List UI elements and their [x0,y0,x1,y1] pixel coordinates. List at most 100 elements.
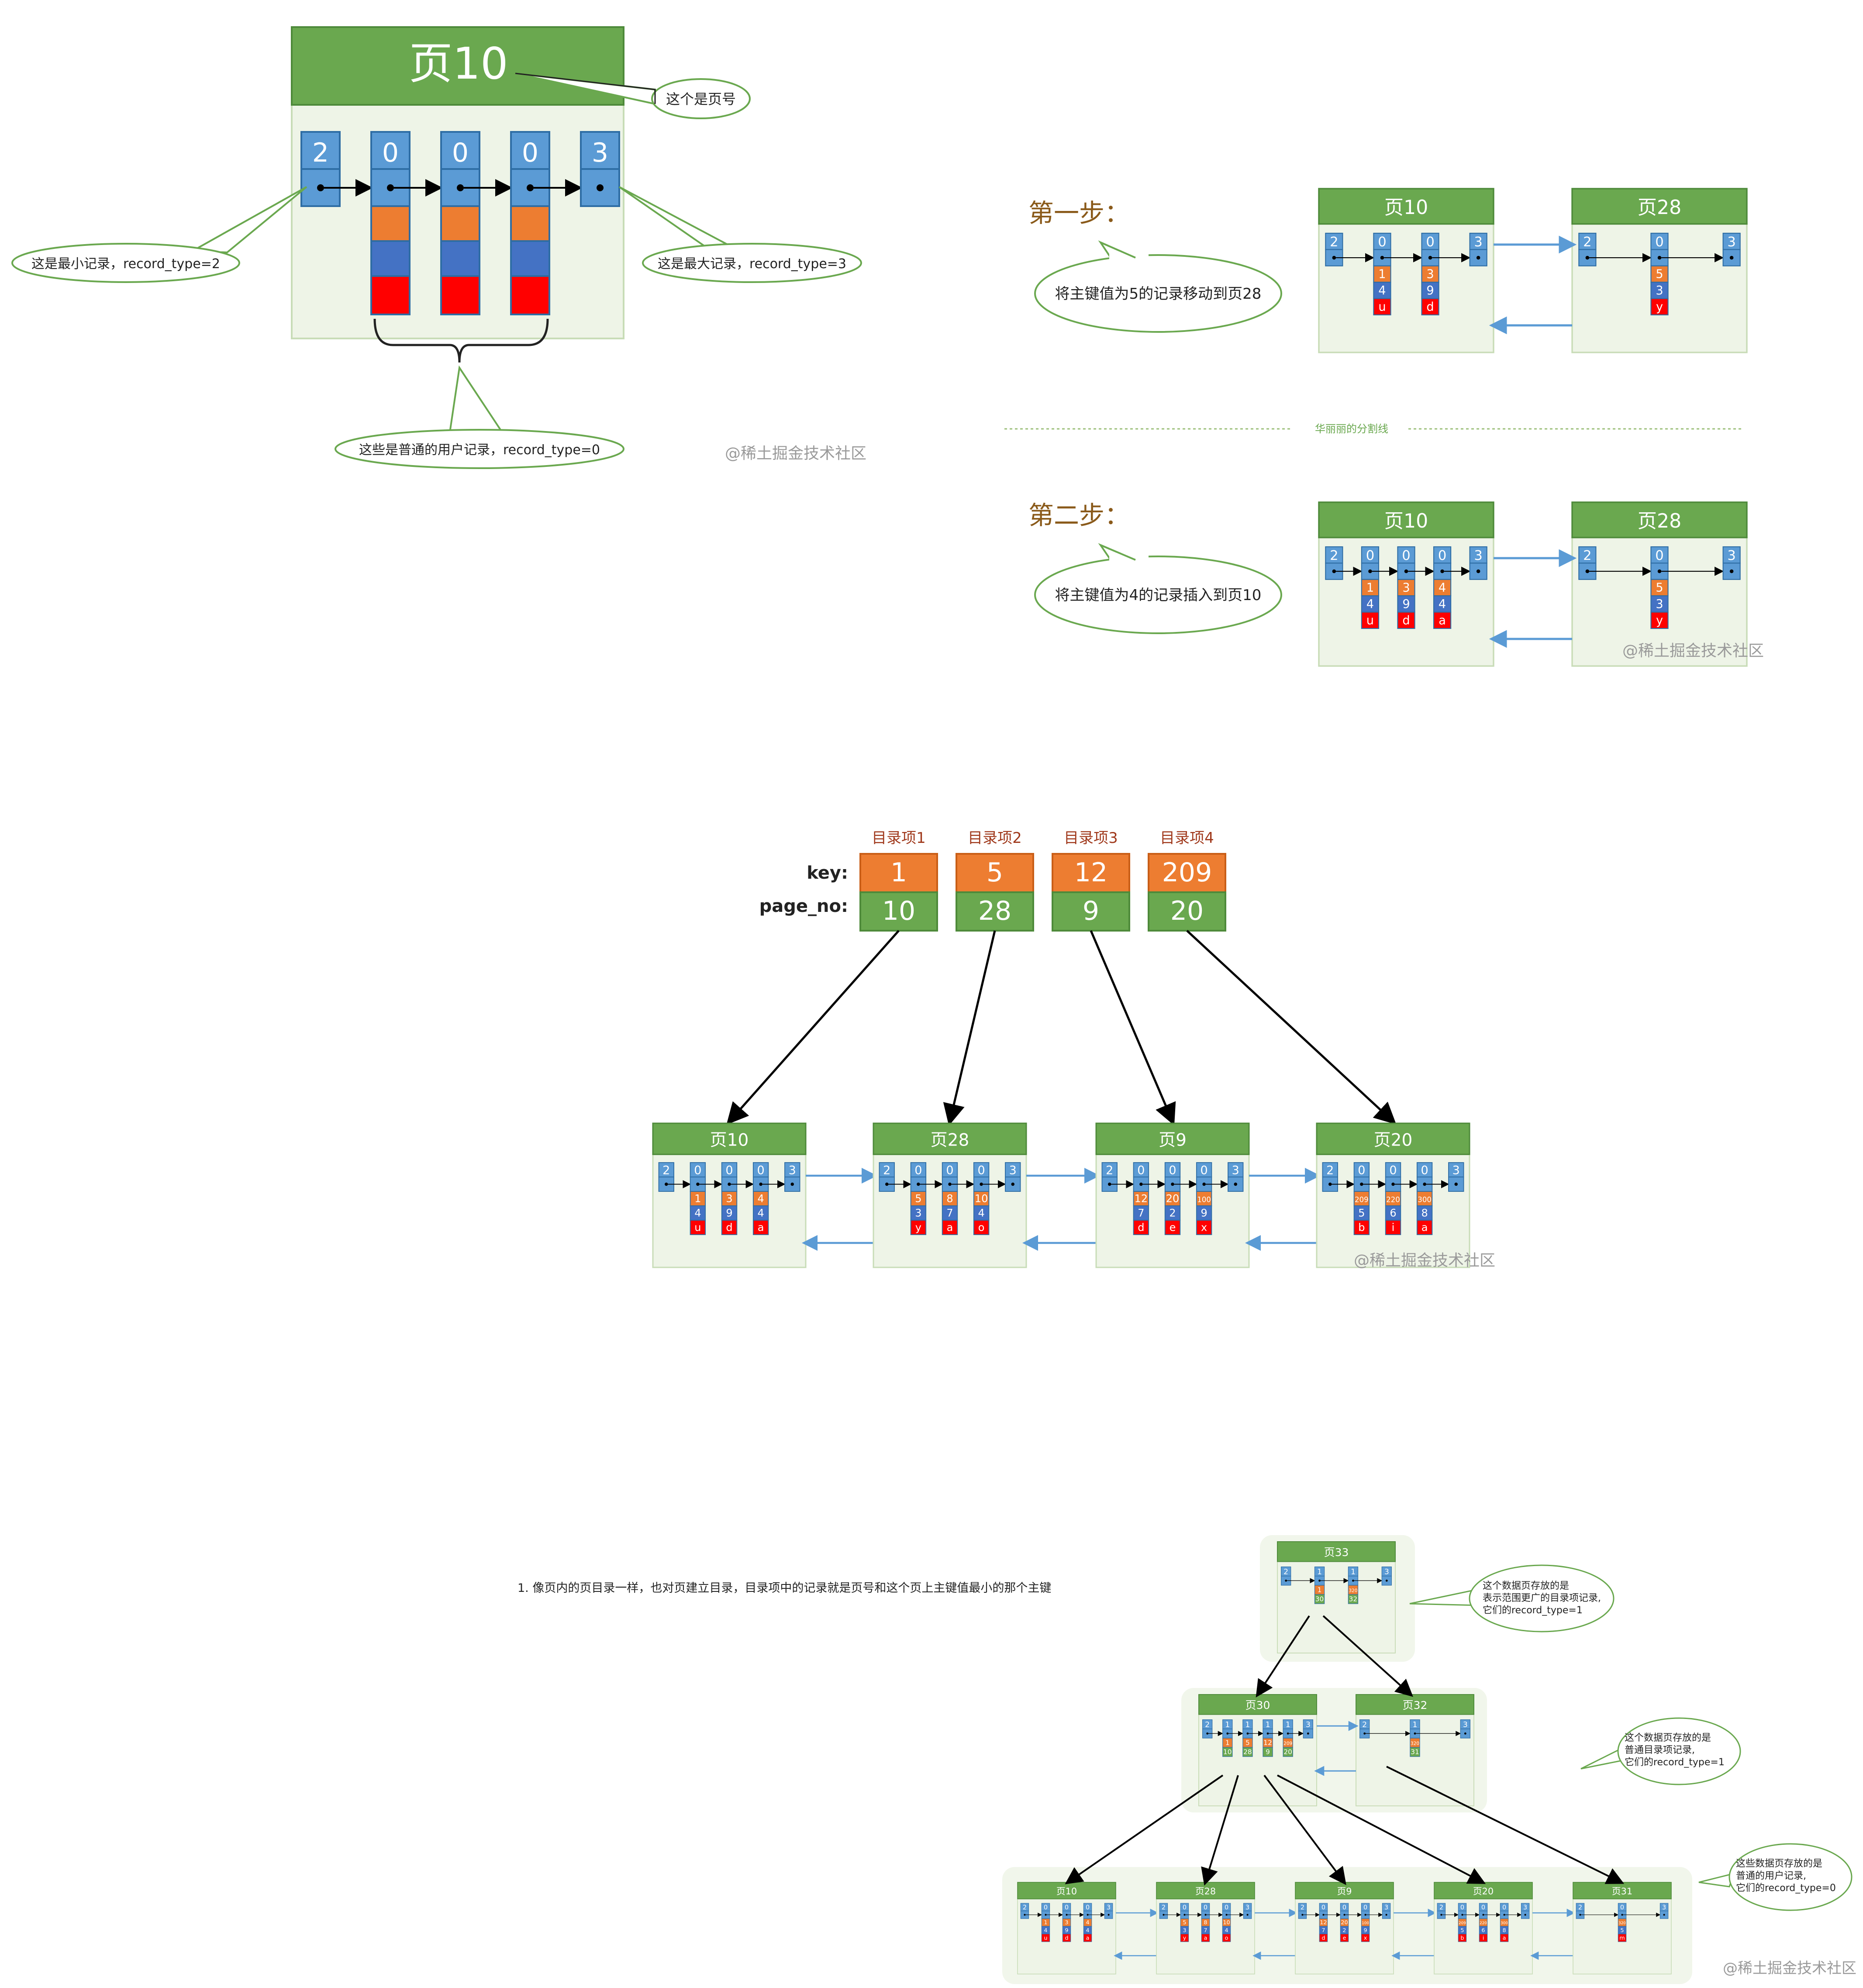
page-body [1318,223,1494,353]
pointer-dot [1391,1182,1395,1186]
record-field-value: 4 [1366,597,1374,611]
page-body [1198,1714,1317,1806]
record-type: 2 [1326,1163,1334,1177]
pointer-dot [696,1182,700,1186]
record-field [1373,298,1391,316]
record-field-value: b [1358,1221,1365,1233]
pointer-dot [1729,569,1734,573]
record-field [690,1220,706,1235]
pointer-dot [1440,569,1444,573]
record-field-value: d [1065,1935,1068,1941]
page-header [652,1122,807,1155]
record-header-cell [1578,546,1597,564]
record-field [1263,1747,1273,1757]
pointer-dot [1246,1732,1249,1735]
record-field-value: 4 [1225,1927,1228,1934]
tree-pointer-arrow [1256,1615,1310,1698]
pointer-dot [1204,1914,1207,1916]
record-field [721,1205,738,1221]
divider-text: 华丽丽的分割线 [1315,423,1388,435]
record-field [1650,579,1669,597]
record-field-value: 12 [1320,1919,1327,1926]
record-field [1421,298,1439,316]
record-field-value: 20 [1341,1919,1348,1926]
record-type: 0 [1438,548,1446,563]
pointer-dot [1108,1182,1111,1186]
record-header-cell [942,1162,958,1177]
pointer-dot [527,184,534,191]
record-type: 0 [1655,235,1663,250]
record-header-cell [1353,1162,1370,1177]
record-field [1348,1594,1359,1604]
callout-root-line1: 这个数据页存放的是 [1483,1581,1569,1591]
directory-pointer-arrow [726,930,900,1125]
record-cell-value: 0 [452,138,469,168]
record-field-value: 4 [694,1207,701,1219]
pointer-dot [759,1182,762,1186]
record-field-orange [510,205,550,242]
step1-callout: 将主键值为5的记录移动到页28 [1034,240,1282,333]
record-field [752,1191,769,1206]
record-type: 0 [1378,235,1386,250]
record-field-value: 6 [1481,1927,1485,1934]
record-field [1650,298,1669,316]
record-type: 0 [1481,1904,1485,1911]
record-field-value: 12 [1263,1739,1272,1746]
page-title: 页10 [710,1130,749,1150]
page-title: 页9 [1337,1886,1352,1896]
record-field-value: a [1439,614,1446,627]
step1-label: 第一步： [1028,198,1130,228]
record-field-value: 30 [1315,1595,1324,1603]
pointer-dot [1440,1914,1442,1916]
record-field-value: 4 [757,1192,764,1205]
record-field-value: 8 [1204,1919,1207,1926]
record-type: 0 [1363,1904,1367,1911]
page-title: 页28 [1195,1886,1216,1896]
record-type: 0 [694,1163,701,1177]
page-header [1318,501,1494,538]
pointer-dot [1225,1914,1228,1916]
record-type: 0 [1086,1904,1090,1911]
record-field [1416,1220,1433,1235]
record-field-value: 2 [1342,1927,1346,1934]
record-cell-header [580,131,620,170]
record-cell-header [370,131,411,170]
record-field-value: 4 [1439,581,1446,594]
record-header-cell [1228,1162,1244,1177]
pointer-dot [1045,1914,1047,1916]
record-field-value: 3 [726,1192,732,1205]
record-field [1397,611,1415,629]
record-type: 0 [1201,1163,1208,1177]
directory-watermark: @稀土掘金技术社区 [1354,1252,1495,1270]
page-title: 页10 [1056,1886,1077,1896]
record-type: 2 [1283,1567,1288,1576]
tree-pointer-arrow [1386,1766,1625,1884]
record-field-value: 3 [1656,284,1663,297]
step2-callout-text: 将主键值为4的记录插入到页10 [1055,587,1262,604]
pointer-dot [457,184,464,191]
page-header [1316,1122,1470,1155]
record-field-value: 5 [1183,1919,1186,1926]
record-field-red [510,275,550,315]
record-field-value: 300 [1418,1195,1432,1204]
record-field-value: 5 [1245,1739,1250,1746]
record-field-value: e [1343,1935,1346,1941]
record-field-value: 3 [1183,1927,1186,1934]
page-header [1095,1122,1250,1155]
pointer-dot [1226,1732,1229,1735]
pointer-dot [1328,1182,1332,1186]
record-header-cell [1578,232,1597,250]
watermark: @稀土掘金技术社区 [725,445,866,462]
record-header-cell [1722,232,1741,250]
record-type: 1 [1286,1720,1290,1729]
record-type: 3 [1523,1904,1527,1911]
directory-pageno-value: 9 [1083,896,1099,926]
record-field-value: 8 [1502,1927,1506,1934]
callout-page-no-text: 这个是页号 [666,91,736,107]
